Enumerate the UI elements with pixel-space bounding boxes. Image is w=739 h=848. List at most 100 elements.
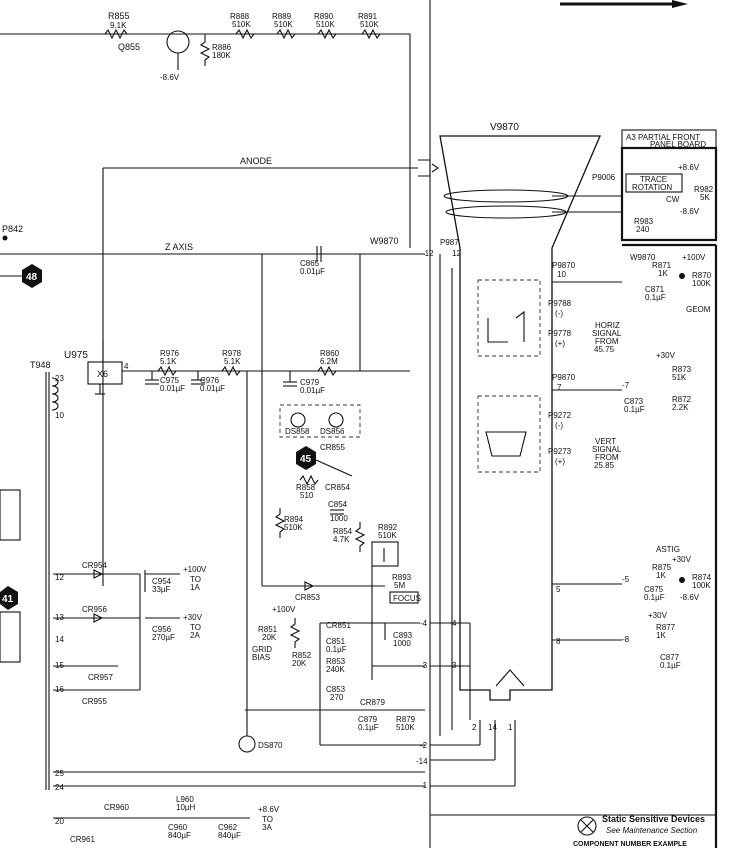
r889-label: R889 <box>272 12 292 21</box>
plus30d-label: +30V <box>648 611 668 620</box>
c879-value: 0.1µF <box>358 723 379 732</box>
c873-label: C873 <box>624 397 644 406</box>
z-axis-filter: R976 5.1K C975 0.01µF C976 0.01µF R978 5… <box>145 349 340 395</box>
pin8-label: 8 <box>556 637 561 646</box>
to1a-2: 1A <box>190 583 200 592</box>
r879-label: R879 <box>396 715 416 724</box>
r890-label: R890 <box>314 12 334 21</box>
plus30c-label: +30V <box>672 555 692 564</box>
pin2-left: -2 <box>420 741 428 750</box>
c976-value: 0.01µF <box>200 384 225 393</box>
t948-pin25: 25 <box>55 769 64 778</box>
top-resistor-chain: R855 9.1K Q855 -8.6V R886 180K R888 510K… <box>0 11 411 248</box>
r978-value: 5.1K <box>224 357 241 366</box>
c893-label: C893 <box>393 631 413 640</box>
bot-pin1: 1 <box>508 723 513 732</box>
pin5-label: 5 <box>556 585 561 594</box>
top-arrow <box>560 0 688 8</box>
rectifiers: 12 CR954 C954 33µF +100V TO 1A 13 CR956 … <box>53 561 207 706</box>
plus30b-label: +30V <box>656 351 676 360</box>
c854-value: 1000 <box>330 514 348 523</box>
t948-pin20: 20 <box>55 817 64 826</box>
pin7-right: -7 <box>622 381 630 390</box>
front-panel-box: A3 PARTIAL FRONT PANEL BOARD TRACE ROTAT… <box>552 129 718 242</box>
cr956-label: CR956 <box>82 605 107 614</box>
vert-1: VERT <box>595 437 616 446</box>
pin3-left: -3 <box>420 661 428 670</box>
to3a-1: TO <box>262 815 273 824</box>
r978-label: R978 <box>222 349 242 358</box>
warning-title: Static Sensitive Devices <box>602 814 705 824</box>
r870-value: 100K <box>692 279 711 288</box>
anode-label: ANODE <box>240 156 272 166</box>
r853-value: 240K <box>326 665 345 674</box>
plus-h: (+) <box>555 339 565 348</box>
r976-value: 5.1K <box>160 357 177 366</box>
r855-value: 9.1K <box>110 21 127 30</box>
bot-pin2: 2 <box>472 723 477 732</box>
pin5-right: -5 <box>622 575 630 584</box>
anode-net: ANODE <box>102 156 439 586</box>
cr851-label: CR851 <box>326 621 351 630</box>
c853-value: 270 <box>330 693 344 702</box>
u975-block: U975 X6 4 T948 23 10 <box>30 340 410 790</box>
r853-label: R853 <box>326 657 346 666</box>
crt-pins: P9870 10 P9788 (-) P9778 (+) HORIZ SIGNA… <box>416 254 622 790</box>
r874-label: R874 <box>692 573 712 582</box>
r877-label: R877 <box>656 623 676 632</box>
r983-label: R983 <box>634 217 654 226</box>
cr854-label: CR854 <box>325 483 350 492</box>
r982-value: 5K <box>700 193 710 202</box>
p842-label: P842 <box>2 224 23 234</box>
r852-label: R852 <box>292 651 312 660</box>
u975-label: U975 <box>64 350 88 361</box>
warning-sub: See Maintenance Section <box>606 826 698 835</box>
neg86-top: -8.6V <box>160 73 180 82</box>
t948-pin14: 14 <box>55 635 64 644</box>
plus86b-label: +8.6V <box>678 163 700 172</box>
bottom-supply: 25 24 20 CR960 CR961 L960 10µH C960 840µ… <box>53 769 425 844</box>
q855-label: Q855 <box>118 42 140 52</box>
callout-45-text: 45 <box>300 454 312 465</box>
horiz-2: SIGNAL <box>592 329 622 338</box>
r891-label: R891 <box>358 12 378 21</box>
c893-value: 1000 <box>393 639 411 648</box>
plus86-label: +8.6V <box>258 805 280 814</box>
r891-value: 510K <box>360 20 379 29</box>
p9870c-label: P9870 <box>552 373 576 382</box>
geom-label: GEOM <box>686 305 711 314</box>
r894-label: R894 <box>284 515 304 524</box>
callout-41-text: 41 <box>2 594 14 605</box>
r858-value: 510 <box>300 491 314 500</box>
to1a-1: TO <box>190 575 201 584</box>
r871-value: 1K <box>658 269 668 278</box>
c877-label: C877 <box>660 653 680 662</box>
plus30-label: +30V <box>183 613 203 622</box>
minus-v: (-) <box>555 421 563 430</box>
c979-label: C979 <box>300 378 320 387</box>
c960-label: C960 <box>168 823 188 832</box>
c956-value: 270µF <box>152 633 175 642</box>
pin10-label: 10 <box>557 270 566 279</box>
p9870-label: P9870 <box>440 238 464 247</box>
r870-label: R870 <box>692 271 712 280</box>
crt-tube: V9870 <box>439 122 601 701</box>
r888-value: 510K <box>232 20 251 29</box>
cr855-label: CR855 <box>320 443 345 452</box>
grid-bias-2: BIAS <box>252 653 270 662</box>
l960-value: 10µH <box>176 803 196 812</box>
c954-value: 33µF <box>152 585 171 594</box>
r855-label: R855 <box>108 11 130 21</box>
t948-label: T948 <box>30 360 51 370</box>
pin8-right: -8 <box>622 635 630 644</box>
grid-bias: +100V R851 20K GRID BIAS R852 20K CR851 … <box>245 605 425 746</box>
p9788-label: P9788 <box>548 299 572 308</box>
c875-value: 0.1µF <box>644 593 665 602</box>
z-axis-net: Z AXIS P842 C865 0.01µF <box>0 224 425 586</box>
r893-label: R893 <box>392 573 412 582</box>
focus-network: CR855 R858 510 CR854 C854 1000 R894 510K… <box>262 443 421 680</box>
cw-label: CW <box>666 195 680 204</box>
warning-cut: COMPONENT NUMBER EXAMPLE <box>573 841 687 848</box>
vert-3: FROM <box>595 453 619 462</box>
